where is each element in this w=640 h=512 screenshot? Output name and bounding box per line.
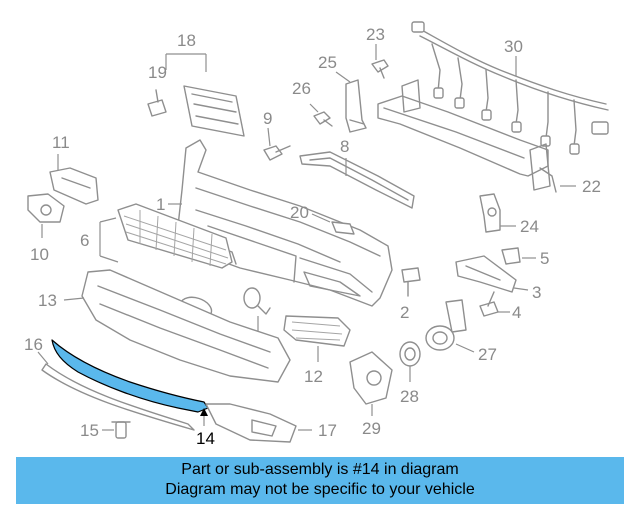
grille-insert-part [283, 315, 351, 347]
callout-28: 28 [400, 387, 419, 406]
lower-cover-part [81, 269, 291, 383]
push-clip-part [147, 89, 167, 117]
bolt-part-4 [479, 291, 499, 317]
callout-10: 10 [30, 245, 49, 264]
callout-20: 20 [290, 203, 309, 222]
bolt-part-2 [401, 267, 421, 297]
callout-19: 19 [148, 63, 167, 82]
callout-23: 23 [366, 25, 385, 44]
fog-trim-part [205, 403, 297, 443]
callout-12: 12 [304, 367, 323, 386]
info-banner: Part or sub-assembly is #14 in diagram D… [16, 457, 624, 504]
sensor-holder-part [27, 193, 65, 223]
impact-beam-part [377, 79, 557, 193]
license-plate-bracket-part [183, 85, 245, 137]
clip-part-15 [111, 421, 131, 439]
bracket-part-25 [345, 79, 367, 133]
callout-11: 11 [52, 133, 70, 152]
callout-9: 9 [263, 109, 272, 128]
parking-sensor-part [425, 299, 467, 351]
sensor-bracket-part [349, 351, 393, 405]
callout-17: 17 [318, 421, 337, 440]
callout-27: 27 [478, 345, 497, 364]
callout-4: 4 [512, 303, 521, 322]
callout-18: 18 [177, 31, 196, 50]
tow-cover-part [243, 287, 271, 315]
cap-part-20 [331, 221, 355, 235]
callout-6: 6 [80, 231, 89, 250]
callout-26: 26 [292, 79, 311, 98]
grommet-part [501, 247, 521, 265]
callout-2: 2 [400, 303, 409, 322]
callout-5: 5 [540, 249, 549, 268]
reinforcement-part-8 [299, 151, 415, 209]
callout-8: 8 [340, 137, 349, 156]
bumper-cover-part [177, 139, 393, 307]
bracket-part-24 [479, 193, 501, 233]
trim-strip-part [41, 363, 195, 431]
callout-29: 29 [362, 419, 381, 438]
banner-line-1: Part or sub-assembly is #14 in diagram [181, 461, 459, 478]
callout-14: 14 [196, 429, 215, 448]
side-bracket-part [455, 255, 517, 293]
callout-3: 3 [532, 283, 541, 302]
callout-25: 25 [318, 53, 337, 72]
lower-grille-part [117, 203, 233, 269]
bolt-part-23 [371, 59, 389, 79]
bolt-part-9 [263, 145, 291, 161]
parts-diagram: 22 23 25 26 18 19 9 8 [24, 21, 609, 448]
banner-line-2: Diagram may not be specific to your vehi… [165, 481, 475, 498]
bracket-part-11 [49, 167, 99, 205]
callout-13: 13 [38, 291, 57, 310]
callout-16: 16 [24, 335, 43, 354]
callout-22: 22 [582, 177, 601, 196]
callout-15: 15 [80, 421, 99, 440]
callout-30: 30 [504, 37, 523, 56]
sensor-ring-part [399, 341, 421, 367]
bolt-part-26 [313, 111, 333, 127]
callout-24: 24 [520, 217, 539, 236]
callout-1: 1 [156, 195, 165, 214]
